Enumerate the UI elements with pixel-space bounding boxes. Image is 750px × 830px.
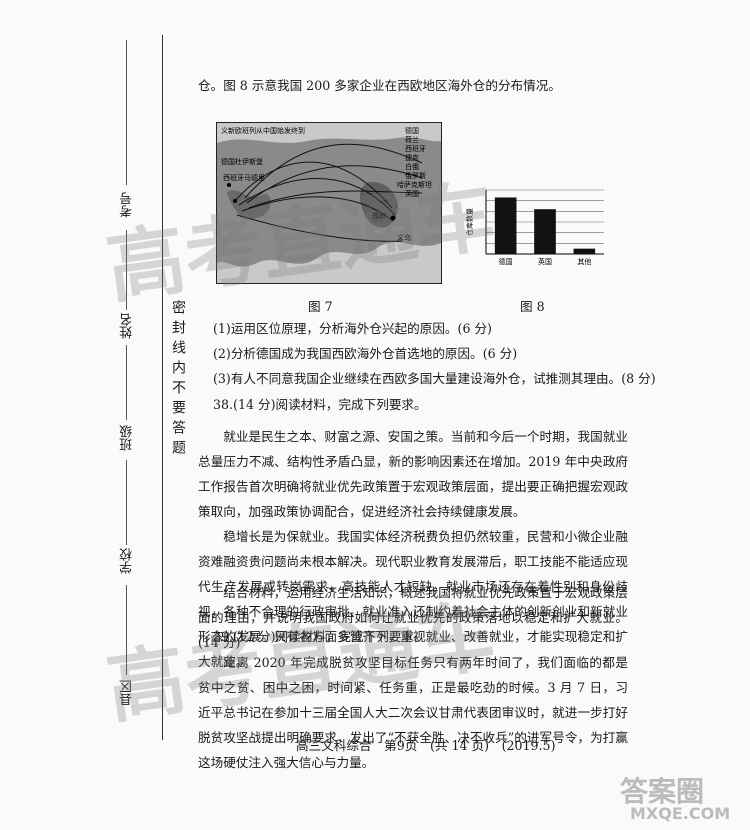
route-line	[234, 161, 393, 209]
map-graphic	[217, 123, 441, 283]
place-yiwu: 义乌	[397, 234, 411, 242]
seal-notice: 密封线内不要答题	[170, 300, 186, 460]
question-39-paragraph-1: 距离 2020 年完成脱贫攻坚目标任务只有两年时间了，我们面临的都是贫中之贫、困…	[198, 655, 628, 770]
logo-url: MXQE.COM	[630, 804, 731, 823]
field-school: 学校	[120, 548, 135, 574]
legend-item: 德国	[405, 127, 419, 135]
binding-margin: 考号 姓名 班级 学校 县区 密封线内不要答题	[0, 0, 186, 830]
county-line	[126, 585, 127, 675]
legend-item: 捷克	[405, 154, 419, 162]
class-line	[126, 345, 127, 420]
logo-text: 答案圈	[620, 775, 705, 808]
intro-line: 仓。图 8 示意我国 200 多家企业在西欧地区海外仓的分布情况。	[198, 78, 561, 93]
legend-item: 俄罗斯	[405, 172, 426, 180]
question-37-1: (1)运用区位原理，分析海外仓兴起的原因。(6 分)	[213, 321, 492, 336]
route-line	[241, 196, 394, 222]
question-37-3: (3)有人不同意我国企业继续在西欧多国大量建设海外仓，试推测其理由。(8 分)	[213, 371, 656, 386]
question-38-prompt: 结合材料，运用经济生活知识，概述我国将就业优先政策置于宏观政策层面的理由，并说明…	[198, 585, 628, 650]
page-footer: 高三文科综合 第9页 (共 14 页) (2019.5)	[296, 738, 556, 753]
question-38-heading: 38.(14 分)阅读材料，完成下列要求。	[213, 397, 427, 412]
question-38-paragraph-1: 就业是民生之本、财富之源、安国之策。当前和今后一个时期，我国就业总量压力不减、结…	[198, 429, 628, 519]
duisburg-marker	[233, 199, 237, 203]
legend-item: 英国	[405, 190, 419, 198]
yiwu-marker	[390, 215, 396, 221]
tick-label: 德国	[499, 257, 513, 266]
bar-英国	[534, 209, 556, 254]
name-line	[126, 230, 127, 310]
land-mass	[217, 137, 441, 267]
route-line	[248, 190, 423, 209]
figure-7-caption: 图 7	[308, 299, 333, 314]
place-duisburg: 德国杜伊斯堡	[221, 158, 263, 166]
figure-7-map: 义新欧班列从中国始发终到 德国杜伊斯堡 西班牙马德里 义乌 郑州 德国 荷兰 西…	[216, 122, 442, 284]
map-title: 义新欧班列从中国始发终到	[221, 127, 305, 135]
madrid-marker	[227, 183, 231, 187]
school-line	[126, 460, 127, 545]
place-zhengzhou: 郑州	[372, 212, 386, 220]
site-logo: 答案圈 MXQE.COM	[620, 770, 740, 825]
figure-8-caption: 图 8	[520, 299, 545, 314]
seal-line	[162, 35, 163, 740]
legend-item: 哈萨克斯坦	[397, 181, 432, 189]
route-line	[236, 214, 403, 242]
question-37-2: (2)分析德国成为我国西欧海外仓首选地的原因。(6 分)	[213, 346, 518, 361]
question-38-paragraph-2: 稳增长是为保就业。我国实体经济税费负担仍然较重，民营和小微企业融资难融资贵问题尚…	[198, 529, 628, 669]
legend-item: 荷兰	[405, 136, 419, 144]
route-line	[246, 165, 423, 204]
legend-item: 西班牙	[405, 145, 426, 153]
route-line	[244, 143, 423, 199]
bar-德国	[494, 197, 517, 254]
tick-label: 其他	[577, 257, 591, 266]
legend-item: 白俄	[405, 163, 419, 171]
route-line	[238, 178, 396, 216]
place-madrid: 西班牙马德里	[223, 174, 265, 182]
question-39-heading: 39.(12 分)阅读材料，完成下列要求。	[213, 629, 427, 644]
y-axis-label: 仓库数量	[465, 208, 474, 236]
bar-其他	[573, 248, 596, 254]
exam-number-line	[126, 40, 127, 185]
field-class: 班级	[120, 425, 135, 451]
tick-label: 英国	[538, 257, 552, 266]
